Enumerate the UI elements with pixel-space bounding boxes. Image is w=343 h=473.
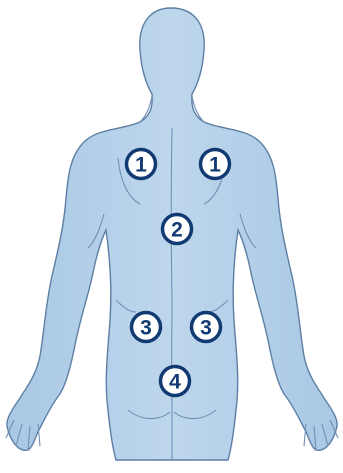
marker-label: 1 — [135, 154, 147, 177]
marker-sacrum: 4 — [161, 367, 190, 396]
marker-upper-back-right: 1 — [201, 150, 230, 179]
marker-label: 2 — [171, 219, 183, 242]
marker-label: 1 — [209, 154, 221, 177]
marker-upper-back-left: 1 — [127, 150, 156, 179]
marker-lower-back-left: 3 — [132, 313, 161, 342]
marker-label: 3 — [200, 317, 212, 340]
marker-middle-back: 2 — [163, 215, 192, 244]
marker-label: 3 — [140, 317, 152, 340]
spine-line — [171, 128, 172, 392]
marker-label: 4 — [169, 371, 181, 394]
marker-lower-back-right: 3 — [192, 313, 221, 342]
